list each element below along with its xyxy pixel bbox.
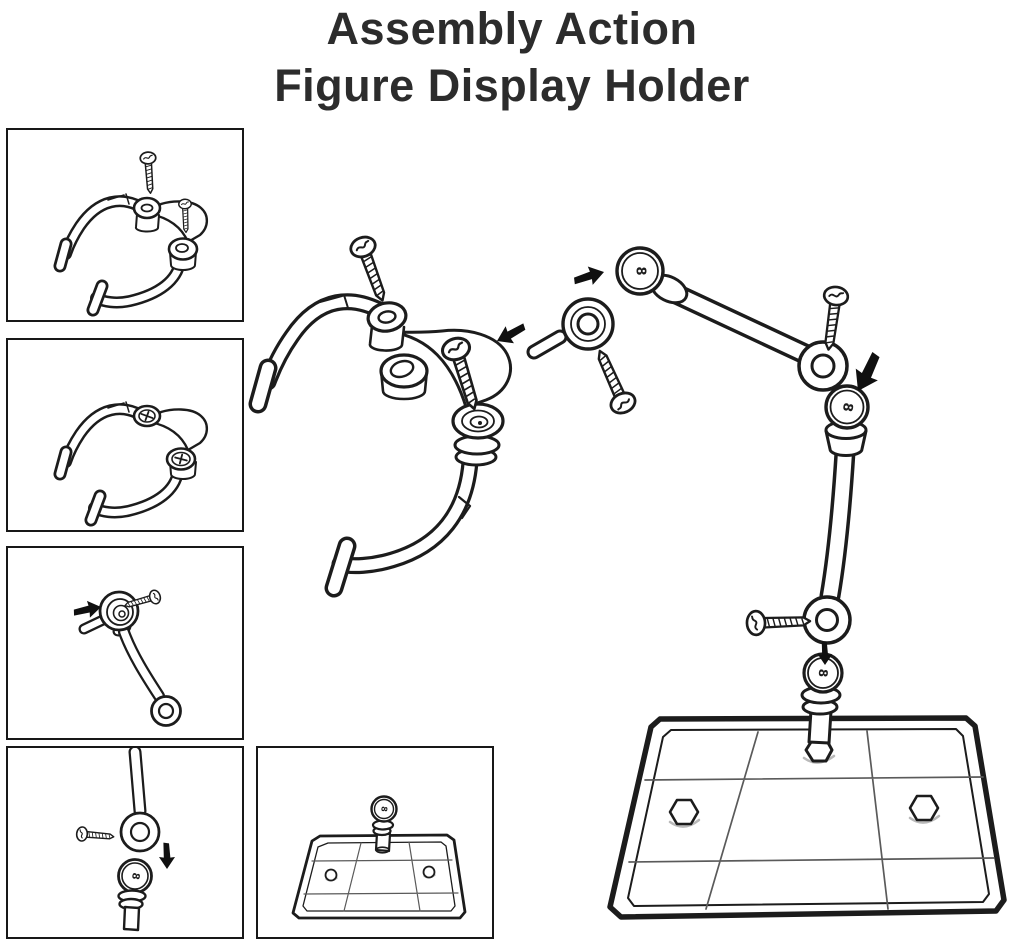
ball-mark: 8: [839, 401, 855, 413]
page-title: Assembly Action Figure Display Holder: [0, 0, 1024, 114]
ball-mark: 8: [129, 872, 141, 881]
screw: [138, 150, 160, 195]
lower-arm: 8: [802, 384, 870, 645]
step-panel-base: 8: [256, 746, 494, 939]
base-connector: 8: [370, 795, 398, 854]
base-hole-left: [668, 798, 701, 828]
screw: [745, 607, 812, 637]
step-panel-arm-connector: 8: [6, 746, 244, 939]
link-piece: [526, 297, 615, 360]
ball-mark: 8: [633, 266, 648, 275]
down-arrow-icon: [159, 842, 175, 869]
title-line-1: Assembly Action: [326, 3, 698, 54]
step-panel-clamp-assembled: [6, 338, 244, 532]
ball-mark: 8: [816, 668, 831, 678]
base-connector: 8: [800, 652, 844, 764]
figure-clamp: [248, 232, 512, 598]
ball-mark: 8: [379, 806, 388, 813]
title-line-2: Figure Display Holder: [274, 60, 750, 111]
base-hole-right: [908, 794, 941, 824]
screw: [75, 825, 116, 845]
upper-arm: 8: [615, 246, 849, 392]
step-panel-clamp-screws: [6, 128, 244, 322]
step-panel-ball-joint-arm: [6, 546, 244, 740]
attach-arrow-right-icon: [571, 262, 607, 290]
screw: [586, 344, 640, 419]
base-plate: [607, 715, 1007, 920]
